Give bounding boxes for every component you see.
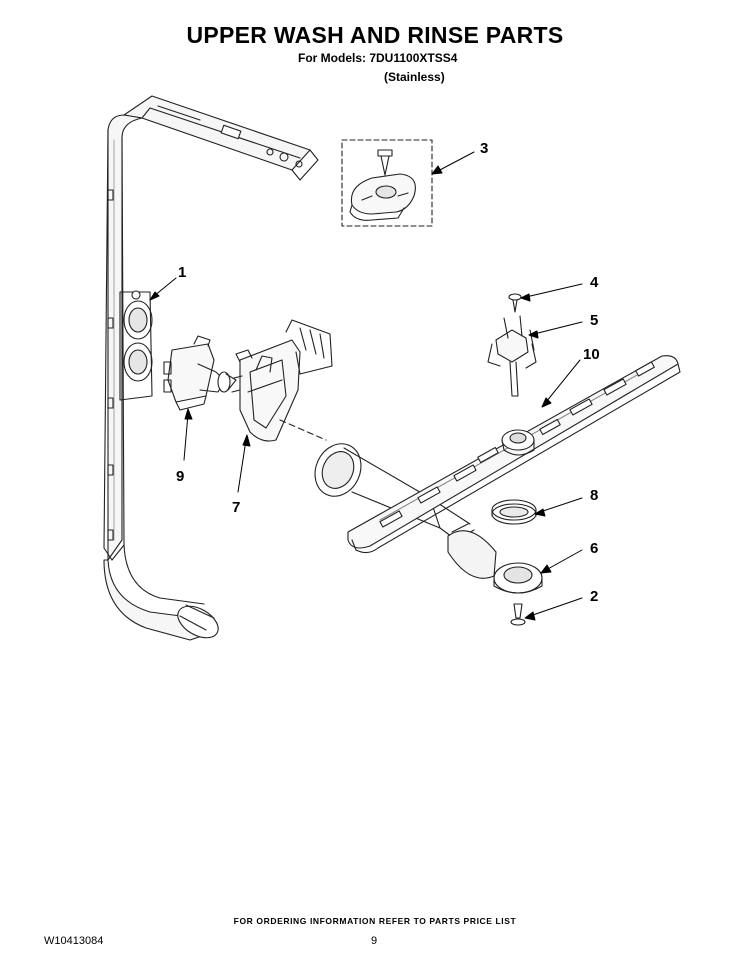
alignment-line bbox=[279, 419, 327, 441]
part-2-screw bbox=[510, 603, 526, 626]
part-3-hub bbox=[341, 139, 433, 227]
model-number: For Models: 7DU1100XTSS4 bbox=[298, 51, 458, 65]
part-10-spray-arm bbox=[347, 355, 681, 554]
callout-3: 3 bbox=[480, 140, 488, 157]
callout-8: 8 bbox=[590, 487, 598, 504]
part-9-diverter bbox=[163, 335, 237, 411]
ordering-info-note: FOR ORDERING INFORMATION REFER TO PARTS … bbox=[233, 916, 517, 926]
supply-tube bbox=[103, 95, 319, 641]
model-finish: (Stainless) bbox=[384, 70, 445, 84]
part-8-ring bbox=[491, 499, 537, 525]
callout-9: 9 bbox=[176, 468, 184, 485]
callout-7: 7 bbox=[232, 499, 240, 516]
part-4-screw bbox=[508, 293, 522, 313]
callout-10: 10 bbox=[583, 346, 600, 363]
leader-lines bbox=[149, 151, 583, 621]
callout-1: 1 bbox=[178, 264, 186, 281]
callout-5: 5 bbox=[590, 312, 598, 329]
callout-6: 6 bbox=[590, 540, 598, 557]
part-5-clip bbox=[487, 315, 537, 397]
page-title: UPPER WASH AND RINSE PARTS bbox=[186, 22, 564, 48]
callout-2: 2 bbox=[590, 588, 598, 605]
conduit-hose bbox=[314, 443, 543, 594]
document-number: W10413084 bbox=[44, 935, 104, 947]
callout-4: 4 bbox=[590, 274, 599, 291]
part-7-bracket bbox=[231, 319, 333, 442]
callout-labels: 1 2 3 4 5 6 7 8 9 10 bbox=[176, 140, 600, 605]
page-number: 9 bbox=[371, 935, 378, 947]
